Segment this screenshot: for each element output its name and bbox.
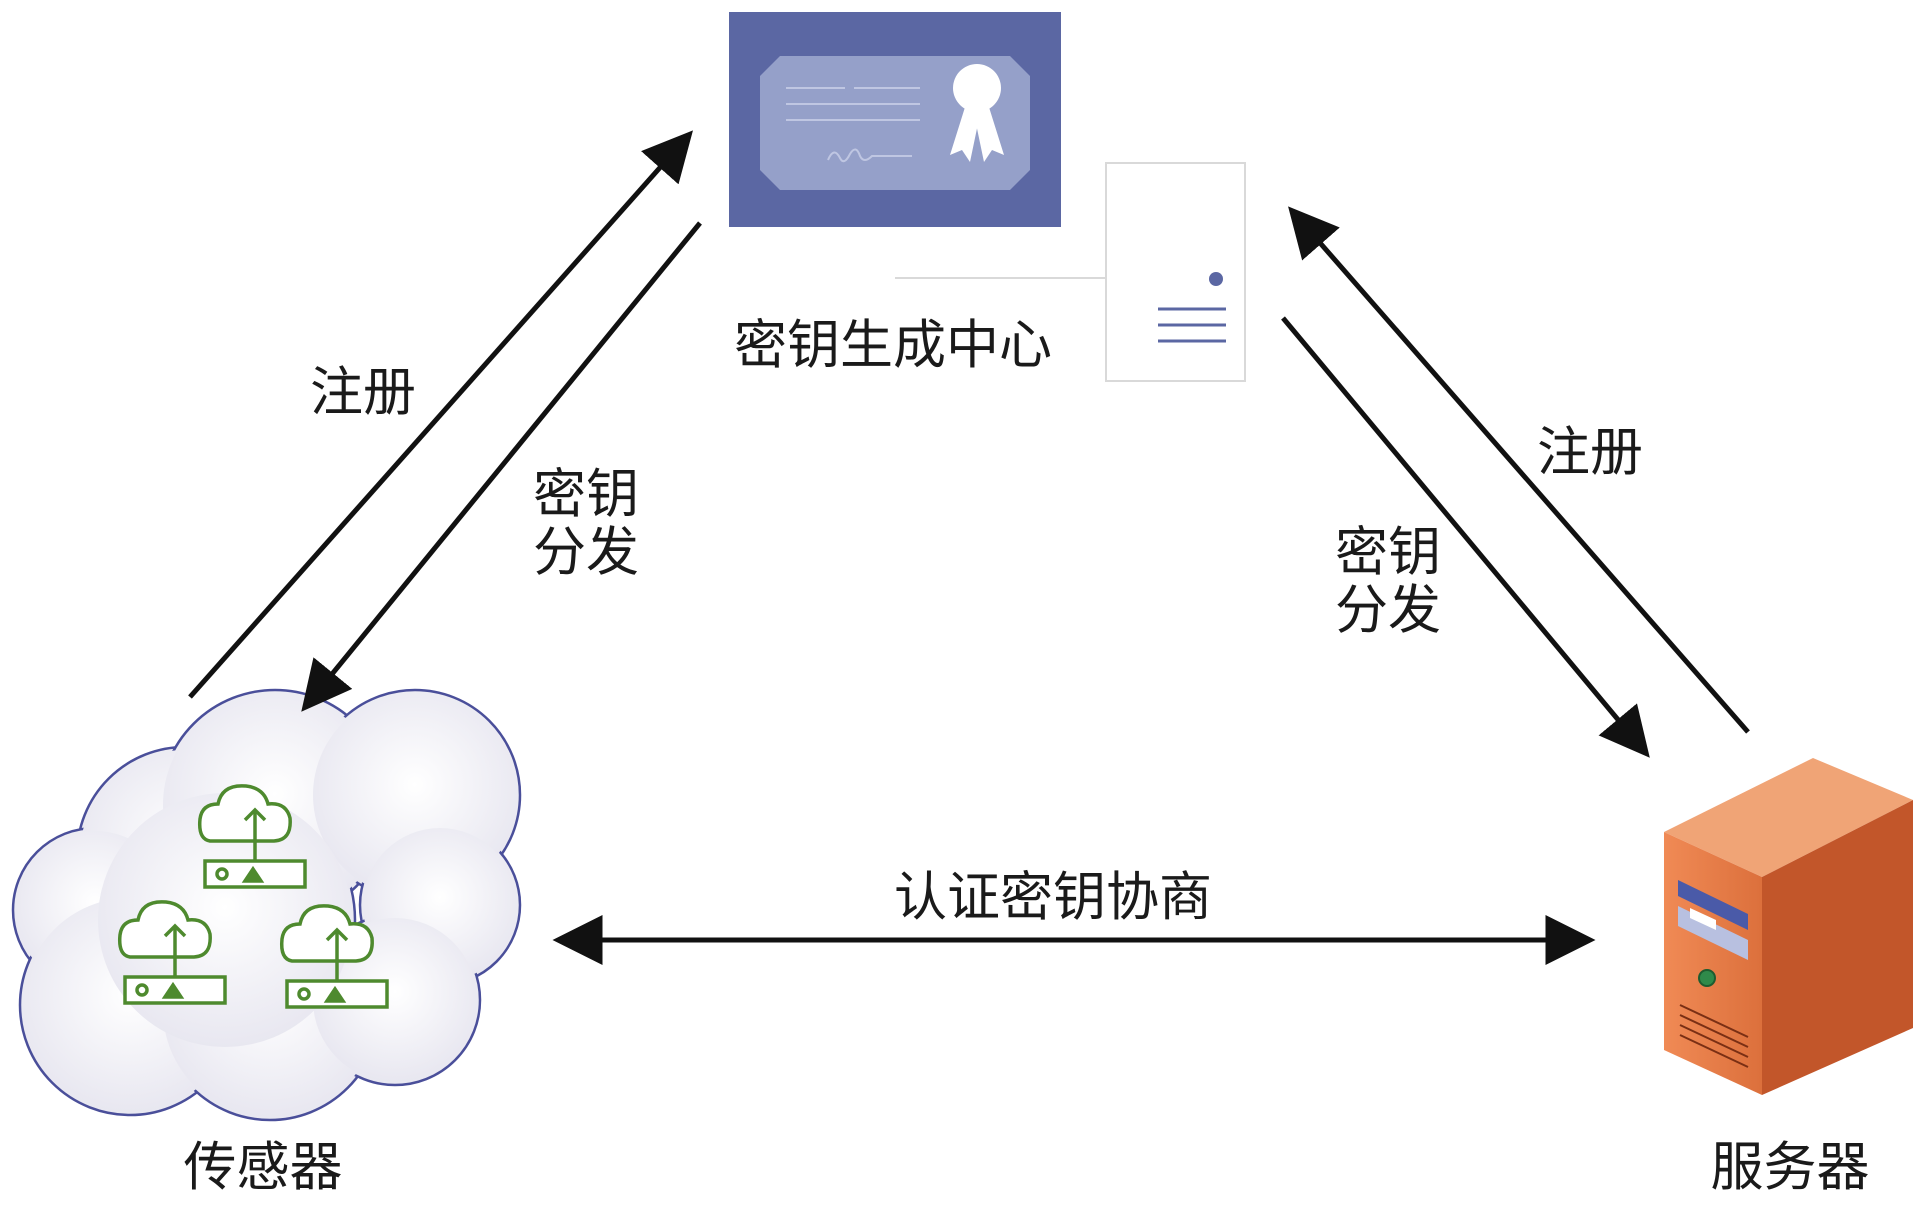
server-label: 服务器 bbox=[1711, 1137, 1870, 1198]
sensor-device-icon bbox=[117, 900, 227, 1005]
ribbon-seal-icon bbox=[950, 64, 1004, 162]
server-register-label: 注册 bbox=[1537, 422, 1643, 483]
sensor-device-icon bbox=[279, 904, 389, 1009]
sensor-device-icon bbox=[197, 784, 307, 889]
auth-key-agreement-label: 认证密钥协商 bbox=[894, 867, 1212, 928]
sensor-key-dist-label-line1: 密钥 bbox=[533, 464, 639, 525]
sensor-cloud bbox=[11, 688, 522, 1122]
server-key-dist-label-line1: 密钥 bbox=[1335, 522, 1441, 583]
server-icon bbox=[1664, 758, 1913, 1095]
sensor-register-label: 注册 bbox=[310, 362, 416, 423]
server-key-dist-label-line2: 分发 bbox=[1335, 580, 1441, 641]
sensor-key-distribution-arrow bbox=[301, 221, 702, 712]
kgc-label: 密钥生成中心 bbox=[734, 315, 1052, 376]
sensor-key-dist-label-line2: 分发 bbox=[533, 522, 639, 583]
server-register-arrow bbox=[1288, 206, 1750, 734]
document-icon bbox=[895, 162, 1246, 382]
sensor-label: 传感器 bbox=[184, 1137, 343, 1198]
certificate-icon bbox=[729, 12, 1061, 227]
sensor-register-arrow bbox=[188, 130, 693, 699]
server-key-distribution-arrow bbox=[1281, 316, 1650, 758]
